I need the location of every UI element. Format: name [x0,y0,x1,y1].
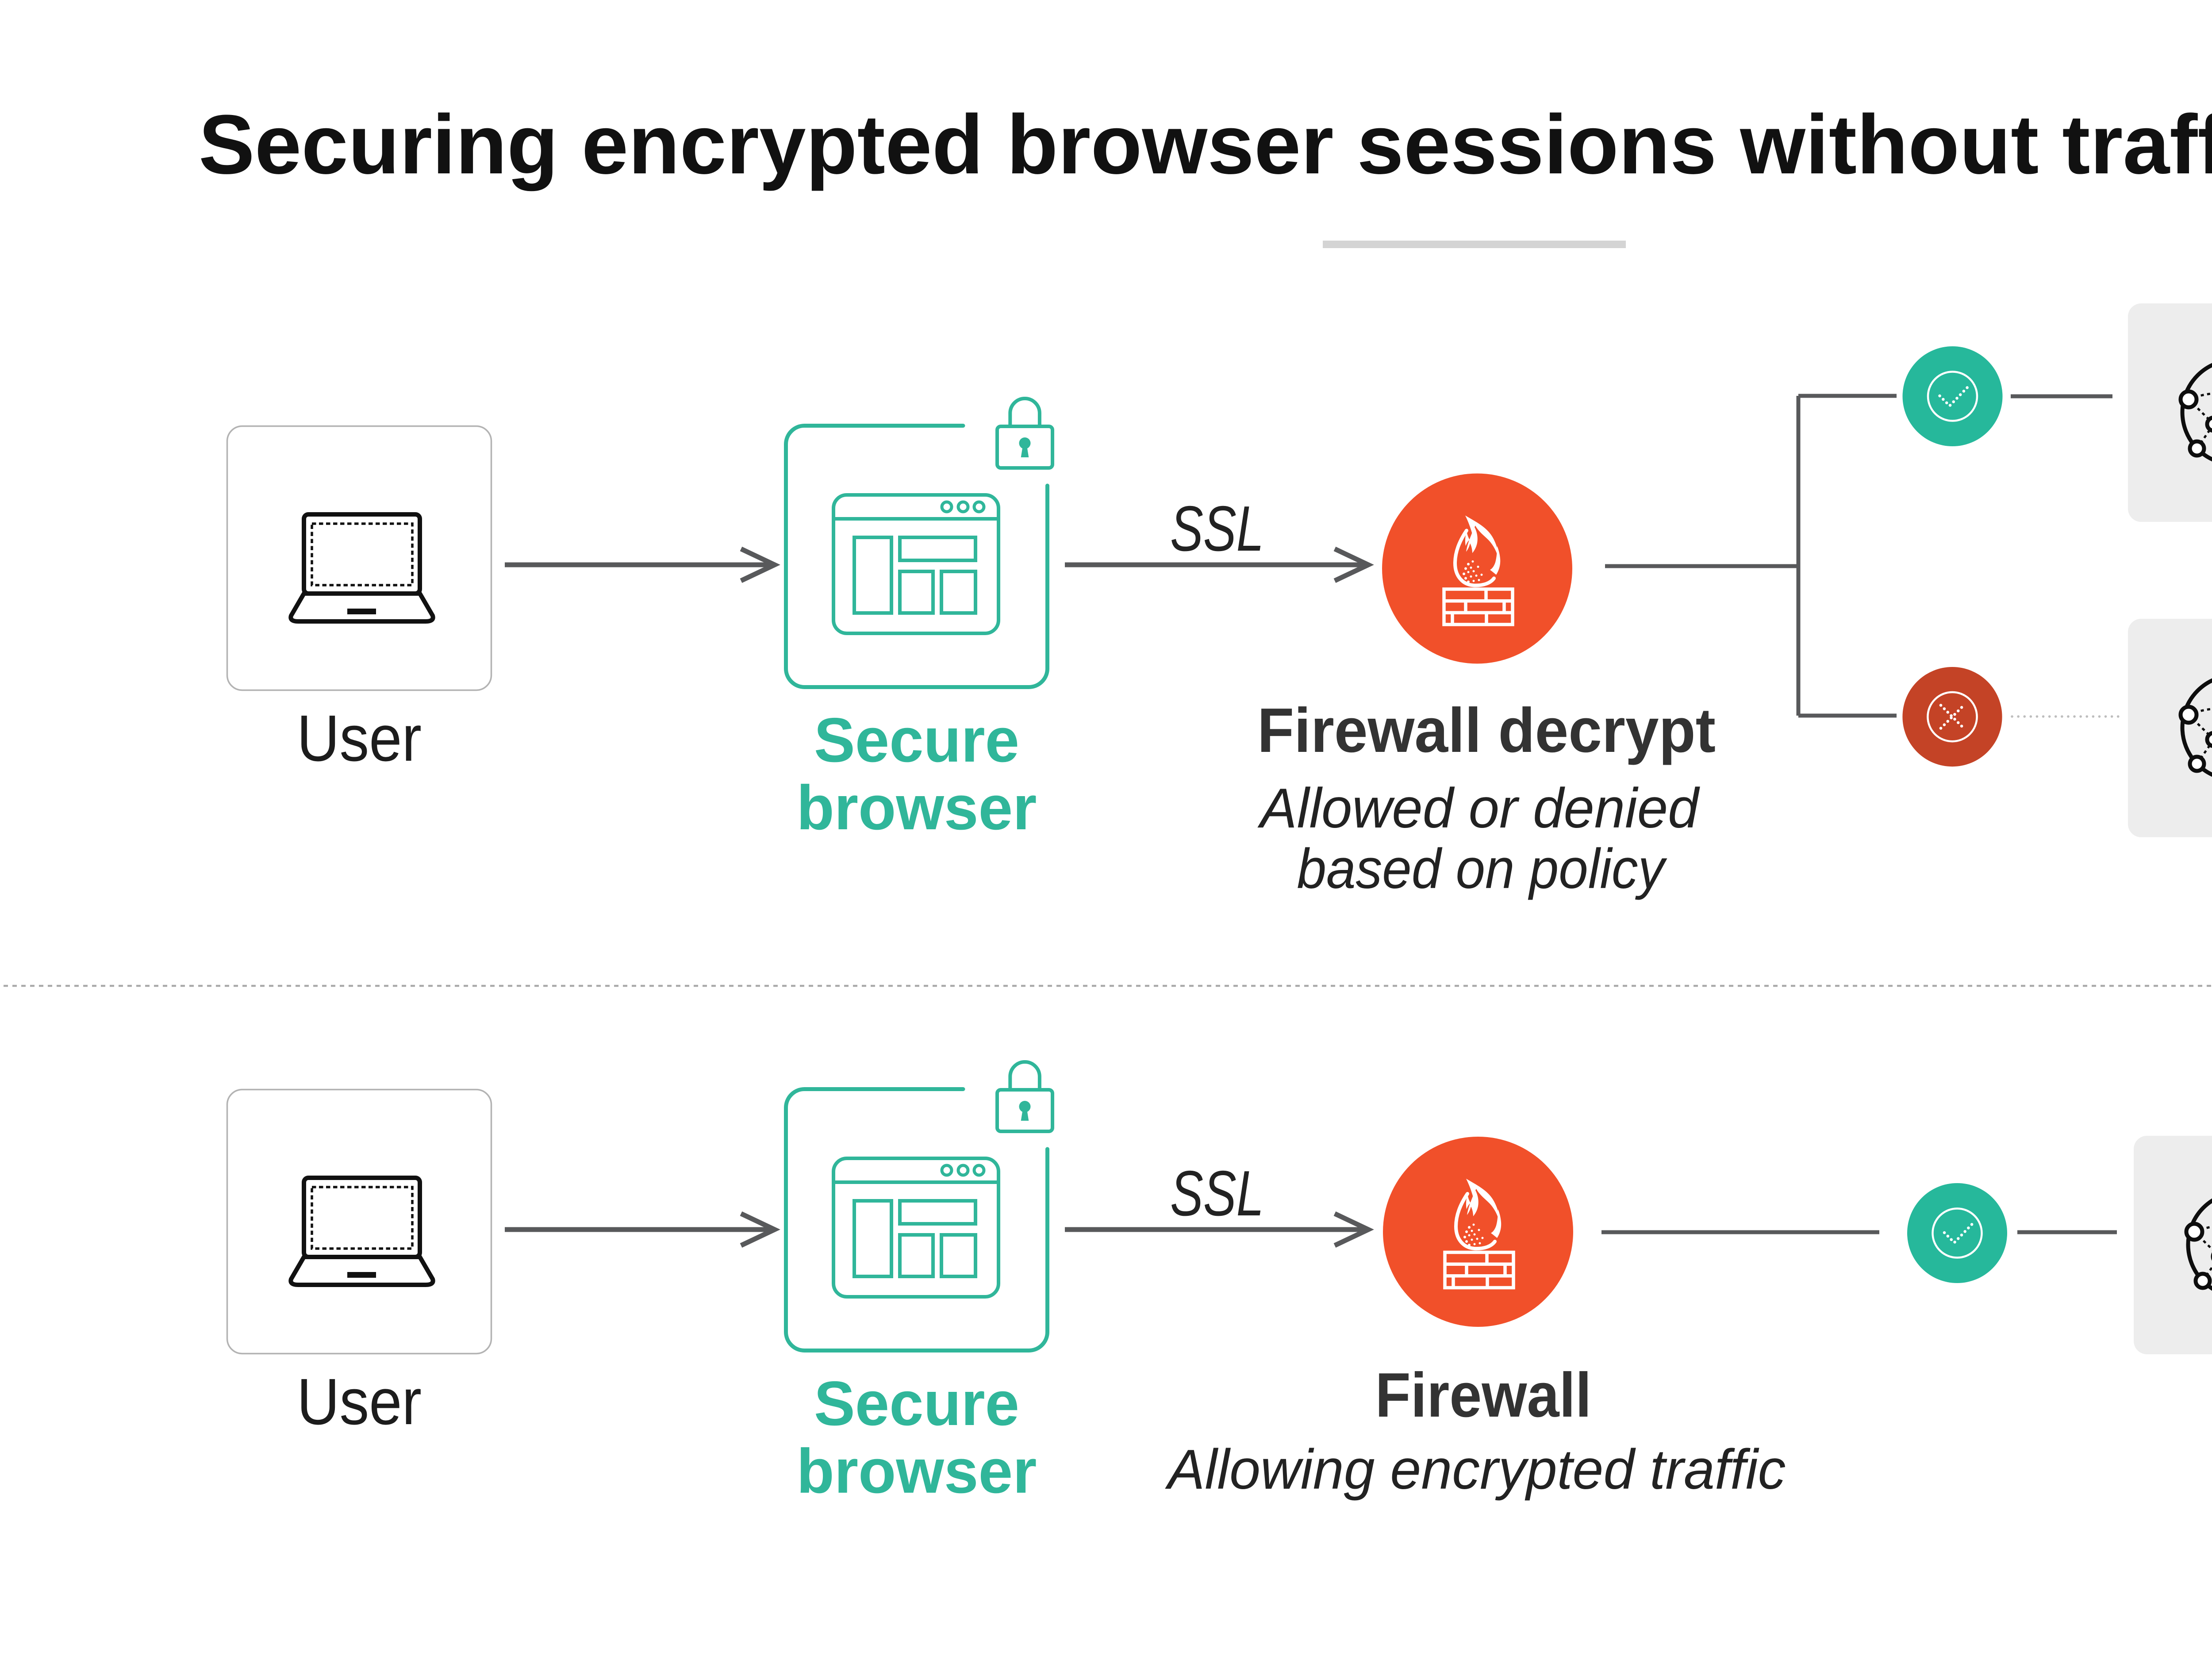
svg-text:Securing encrypted browser ses: Securing encrypted browser sessions with… [199,98,2212,192]
svg-text:Firewall: Firewall [1375,1360,1592,1430]
svg-text:Secure: Secure [814,705,1019,775]
svg-text:User: User [297,1365,422,1438]
svg-text:Allowing encrypted traffic: Allowing encrypted traffic [1165,1438,1786,1501]
svg-text:Allowed or denied: Allowed or denied [1257,777,1700,839]
svg-text:browser: browser [797,773,1037,843]
svg-text:SSL: SSL [1170,1157,1264,1229]
svg-text:Firewall decrypt: Firewall decrypt [1257,695,1716,766]
svg-text:SSL: SSL [1170,493,1264,564]
svg-text:based on policy: based on policy [1297,837,1667,900]
svg-text:User: User [297,702,422,775]
svg-text:browser: browser [797,1436,1037,1506]
svg-text:Secure: Secure [814,1368,1019,1439]
